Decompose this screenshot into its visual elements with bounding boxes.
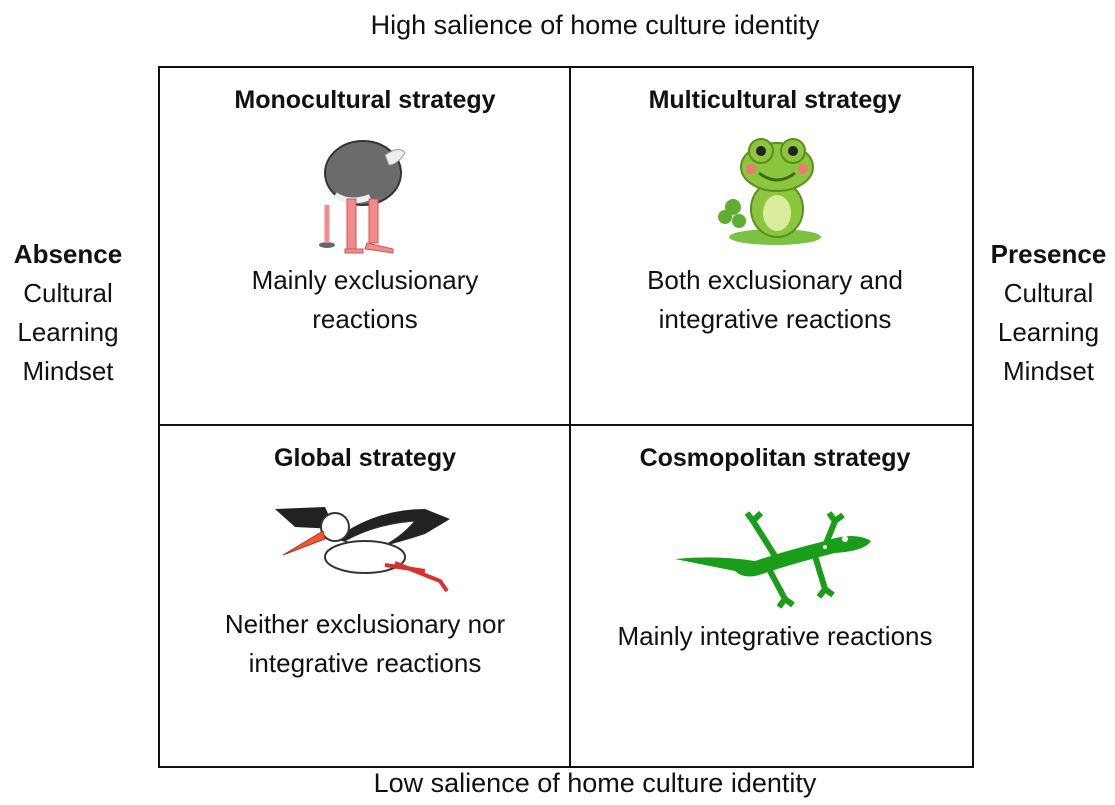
vertical-divider (569, 68, 571, 766)
quadrant-monocultural: Monocultural strategy Mainly exclusionar… (160, 68, 570, 424)
frog-icon (718, 138, 821, 245)
lizard-icon (675, 510, 871, 609)
quadrant-global: Global strategy Neither exclusionary nor… (160, 426, 570, 768)
quadrant-grid: Monocultural strategy Mainly exclusionar… (158, 66, 974, 768)
quadrant-desc-line-1: Mainly integrative reactions (617, 621, 933, 651)
right-axis-heading: Presence (990, 239, 1107, 269)
quadrant-title: Global strategy (274, 444, 456, 472)
left-axis-line-1: Cultural (23, 278, 113, 308)
left-axis-line-2: Learning (17, 317, 119, 347)
right-axis-label: Presence Cultural Learning Mindset (982, 235, 1115, 391)
left-axis-label: Absence Cultural Learning Mindset (0, 235, 136, 391)
left-axis-line-3: Mindset (22, 356, 114, 386)
quadrant-title: Cosmopolitan strategy (639, 444, 911, 472)
ostrich-icon (319, 140, 406, 254)
quadrant-desc-line-1: Neither exclusionary nor (224, 609, 506, 639)
bottom-axis-label: Low salience of home culture identity (373, 768, 817, 798)
right-axis-line-2: Learning (997, 317, 1100, 347)
right-axis-line-3: Mindset (1002, 356, 1095, 386)
right-axis-line-1: Cultural (1003, 278, 1094, 308)
quadrant-title: Multicultural strategy (648, 86, 902, 114)
quadrant-title: Monocultural strategy (234, 86, 496, 114)
stork-icon (275, 507, 450, 593)
horizontal-divider (160, 424, 972, 426)
quadrant-desc-line-2: integrative reactions (248, 648, 482, 678)
left-axis-heading: Absence (13, 239, 123, 269)
quadrant-desc-line-2: integrative reactions (658, 304, 892, 334)
quadrant-desc-line-2: reactions (312, 304, 418, 334)
top-axis-label: High salience of home culture identity (370, 10, 820, 40)
quadrant-cosmopolitan: Cosmopolitan strategy Mainly integrative… (570, 426, 980, 768)
quadrant-desc-line-1: Both exclusionary and (647, 265, 903, 295)
quadrant-multicultural: Multicultural strategy Both exclusionary… (570, 68, 980, 424)
quadrant-desc-line-1: Mainly exclusionary (251, 265, 479, 295)
